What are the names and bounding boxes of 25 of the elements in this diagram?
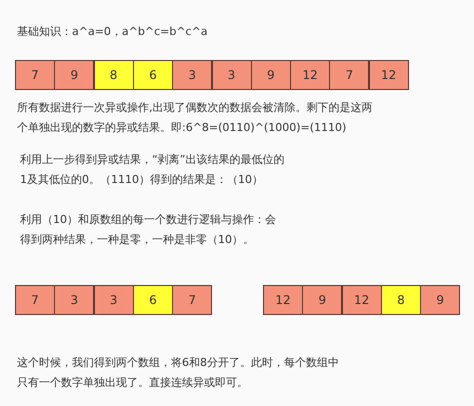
array-cell: 9: [420, 285, 460, 315]
note-text: 基础知识：a^a=0，a^b^c=b^c^a: [17, 24, 209, 40]
array-cell: 12: [342, 285, 382, 315]
array-cell: 8: [380, 285, 421, 315]
array-cell: 3: [172, 60, 212, 90]
note-text: 所有数据进行一次异或操作,出现了偶数次的数据会被清除。剩下的是这两个单独出现的数字的异或结果。即:6^8=(0110)^(1000)=(1110): [17, 100, 374, 136]
array-cell: 6: [132, 285, 173, 315]
array-cell: 7: [329, 60, 370, 90]
array-cell: 3: [54, 285, 94, 315]
note-text: 这个时候，我们得到两个数组，将6和8分开了。此时，每个数组中只有一个数字单独出现了。直接连续异或即可。: [17, 355, 340, 391]
array-cell: 9: [250, 60, 291, 90]
array-cell: 7: [172, 285, 212, 315]
array-cell: 9: [302, 285, 342, 315]
array-cell: 12: [290, 60, 330, 90]
array-cell: 3: [212, 60, 252, 90]
array-cell: 6: [132, 60, 173, 90]
array-cell: 12: [368, 60, 409, 90]
array-cell: 7: [15, 60, 55, 90]
array-cell: 3: [94, 285, 134, 315]
note-text: 利用上一步得到异或结果，“剥离”出该结果的最低位的1及其低位的0。（1110）得到的结果是：（10）: [20, 152, 286, 188]
note-text: 利用（10）和原数组的每一个数进行逻辑与操作：会得到两种结果，一种是零，一种是非零（10）。: [20, 212, 277, 248]
array-cell: 7: [15, 285, 55, 315]
array-cell: 8: [94, 60, 134, 90]
array-cell: 9: [54, 60, 94, 90]
array-cell: 12: [263, 285, 303, 315]
